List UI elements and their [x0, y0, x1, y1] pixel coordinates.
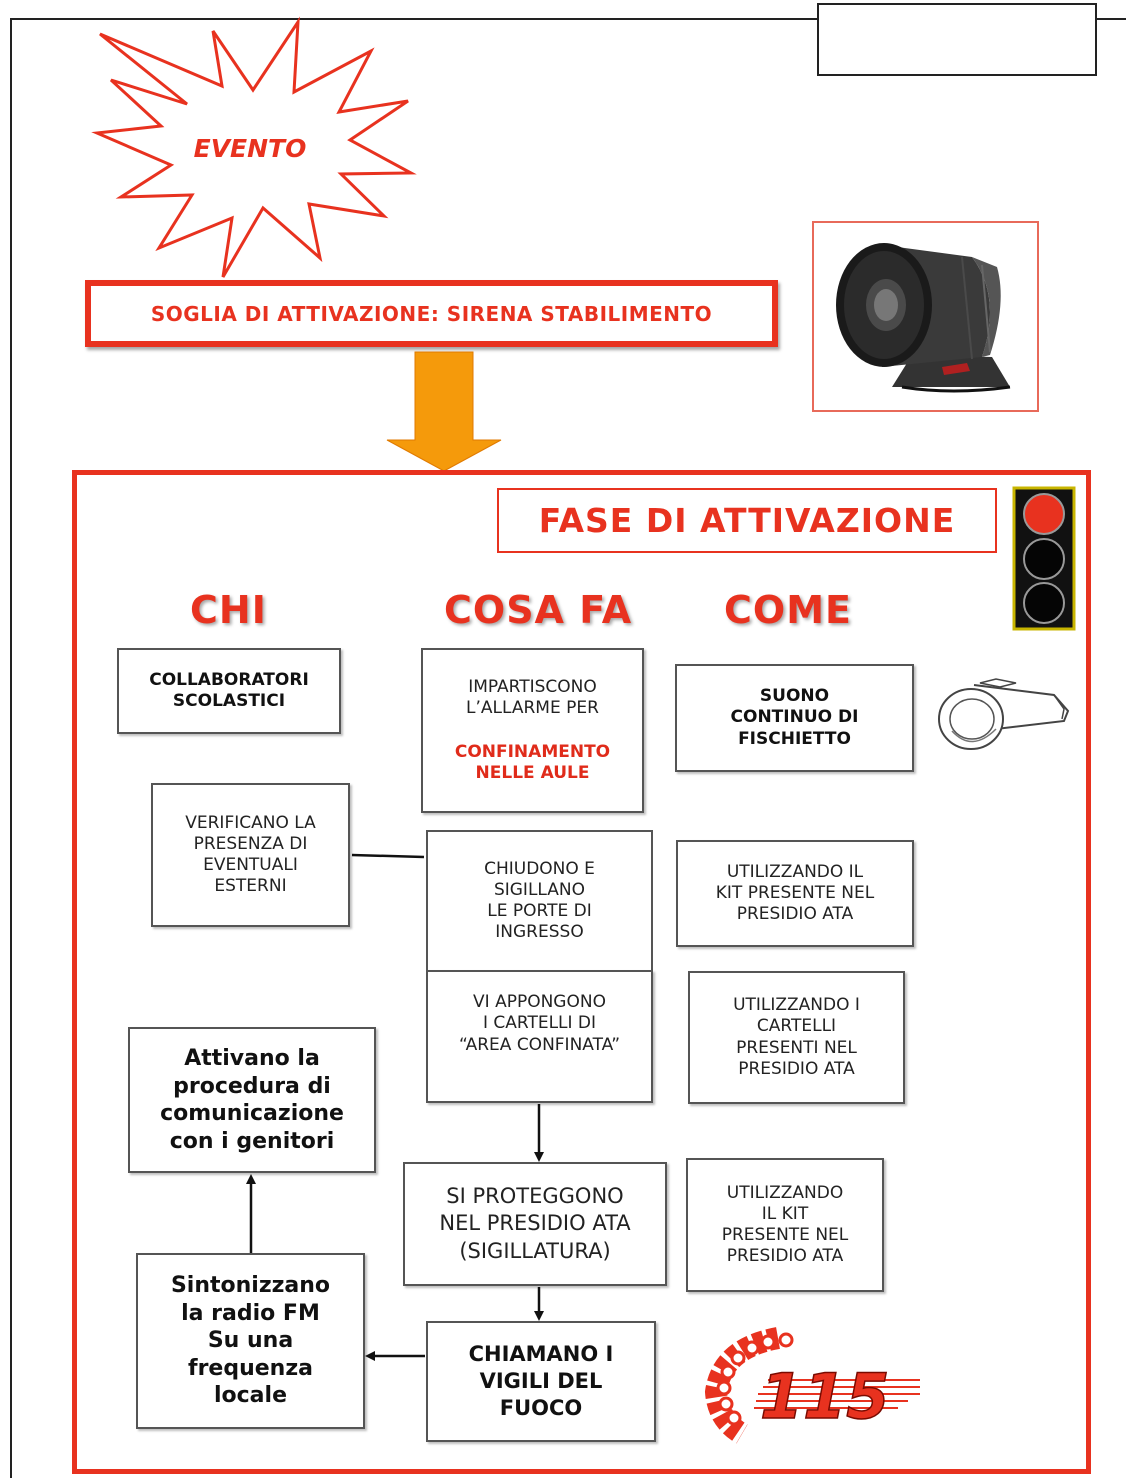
column-header-how: COME	[724, 588, 852, 632]
activation-phase-panel	[72, 470, 1091, 1474]
event-label: EVENTO	[193, 134, 307, 163]
phase-title-box: FASE DI ATTIVAZIONE	[497, 488, 997, 553]
traffic-light-icon	[1012, 486, 1076, 631]
what-alarm-box: IMPARTISCONO L’ALLARME PER CONFINAMENTO …	[421, 648, 644, 813]
down-arrow-icon	[386, 351, 502, 472]
siren-icon	[836, 243, 1011, 393]
page-left-rule	[10, 18, 12, 1478]
verify-to-close-connector	[351, 853, 425, 859]
event-starburst	[91, 16, 417, 278]
fire-brigade-115-logo: 115	[704, 1327, 920, 1444]
column-header-what: COSA FA	[444, 588, 633, 632]
siren-image-frame	[812, 221, 1039, 412]
activation-threshold-label: SOGLIA DI ATTIVAZIONE: SIRENA STABILIMEN…	[150, 301, 713, 326]
page-top-rule-right	[1096, 18, 1126, 20]
column-header-who: CHI	[190, 588, 267, 632]
logo-115-text: 115	[760, 1360, 889, 1433]
phase-title: FASE DI ATTIVAZIONE	[538, 501, 956, 540]
page-number-box	[817, 3, 1097, 76]
whistle-icon	[938, 678, 1070, 750]
activation-threshold-banner: SOGLIA DI ATTIVAZIONE: SIRENA STABILIMEN…	[85, 280, 778, 347]
page-top-rule	[10, 18, 818, 20]
